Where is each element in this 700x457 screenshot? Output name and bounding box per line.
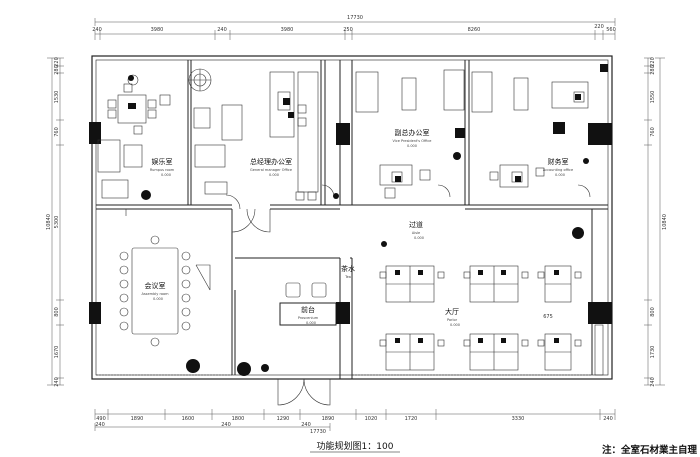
dim-right-3: 1550 bbox=[650, 91, 656, 104]
room-hall: 大厅 Parlor 0.000 bbox=[445, 307, 460, 327]
dim-top-6: 8260 bbox=[468, 27, 481, 33]
dim-bottom-5: 1290 bbox=[277, 416, 290, 422]
dim-left-4: 760 bbox=[54, 127, 60, 137]
room-corridor-name: 过道 bbox=[409, 220, 423, 229]
room-meeting-elev: 0.000 bbox=[153, 297, 163, 301]
room-hall-en: Parlor bbox=[447, 318, 458, 322]
room-reception-elev: 0.000 bbox=[306, 321, 316, 325]
room-meeting: 会议室 Assembly room 0.000 bbox=[141, 281, 169, 301]
dim-left-total: 10840 bbox=[46, 214, 52, 230]
dim-right-1: 220 bbox=[650, 57, 656, 67]
dim-left-5: 5300 bbox=[54, 216, 60, 229]
room-corridor-elev: 0.000 bbox=[414, 236, 424, 240]
furniture bbox=[96, 68, 604, 376]
dim-bottom-1: 490 bbox=[96, 416, 106, 422]
materials-note: 注：全室石材業主自理 bbox=[602, 444, 698, 456]
room-gm-name: 总经理办公室 bbox=[250, 157, 292, 166]
room-leisure-en: Rumpus room bbox=[150, 168, 175, 172]
room-labels: 娱乐室 Rumpus room 0.000 总经理办公室 General man… bbox=[141, 128, 573, 327]
plants bbox=[128, 75, 589, 376]
dim-right-5: 800 bbox=[650, 307, 656, 317]
room-reception-name: 前台 bbox=[301, 305, 315, 314]
dim-bottom-extra-3: 240 bbox=[301, 422, 311, 428]
room-finance: 财务室 Accounting office 0.000 bbox=[543, 157, 573, 177]
walls bbox=[91, 55, 613, 380]
room-meeting-en: Assembly room bbox=[141, 292, 169, 296]
dim-bottom-7: 1020 bbox=[365, 416, 378, 422]
dim-right-2: 280 bbox=[650, 65, 656, 75]
dim-bottom-extra-1: 240 bbox=[95, 422, 105, 428]
dim-top-2: 3980 bbox=[151, 27, 164, 33]
dim-left-3: 1530 bbox=[54, 91, 60, 104]
dim-top-8: 560 bbox=[606, 27, 616, 33]
meeting-chairs bbox=[119, 235, 191, 347]
room-hall-name: 大厅 bbox=[445, 307, 459, 316]
dim-left-8: 240 bbox=[54, 377, 60, 387]
dim-bottom-3: 1600 bbox=[182, 416, 195, 422]
room-reception-en: Proscenium bbox=[298, 316, 319, 320]
room-gm-en: General manager Office bbox=[250, 168, 292, 172]
columns bbox=[89, 64, 612, 324]
room-reception: 前台 Proscenium 0.000 bbox=[298, 305, 319, 325]
room-vp-name: 副总办公室 bbox=[395, 128, 430, 137]
dimension-lines bbox=[47, 18, 665, 431]
room-finance-name: 财务室 bbox=[548, 157, 569, 166]
dim-left-2: 280 bbox=[54, 65, 60, 75]
room-tea: 茶水 Tea bbox=[341, 264, 355, 279]
dim-bottom-2: 1890 bbox=[131, 416, 144, 422]
dimension-labels: 17730 240 3980 240 3980 250 8260 220 560… bbox=[46, 15, 668, 435]
room-corridor: 过道 Aisle 0.000 bbox=[409, 220, 424, 240]
room-leisure-name: 娱乐室 bbox=[152, 157, 173, 166]
dim-top-3: 240 bbox=[217, 27, 227, 33]
room-finance-elev: 0.000 bbox=[555, 173, 565, 177]
dim-bottom-4: 1800 bbox=[232, 416, 245, 422]
dim-left-6: 800 bbox=[54, 307, 60, 317]
dim-bottom-6: 1890 bbox=[322, 416, 335, 422]
room-hall-elev: 0.000 bbox=[450, 323, 460, 327]
dim-bottom-9: 3330 bbox=[512, 416, 525, 422]
dim-interior-675: 675 bbox=[543, 314, 553, 320]
room-gm: 总经理办公室 General manager Office 0.000 bbox=[250, 157, 292, 177]
dim-bottom-10: 240 bbox=[603, 416, 613, 422]
dim-left-7: 1670 bbox=[54, 346, 60, 359]
dim-right-4: 760 bbox=[650, 127, 656, 137]
plan-caption: 功能规划图1：100 bbox=[317, 440, 394, 452]
chair-accents bbox=[128, 94, 581, 343]
dim-left-1: 220 bbox=[54, 57, 60, 67]
dim-top-1: 240 bbox=[92, 27, 102, 33]
room-finance-en: Accounting office bbox=[543, 168, 573, 172]
room-vp-elev: 0.000 bbox=[407, 144, 417, 148]
dim-bottom-8: 1720 bbox=[405, 416, 418, 422]
room-tea-name: 茶水 bbox=[341, 264, 355, 273]
dim-top-4: 3980 bbox=[281, 27, 294, 33]
dim-bottom-total: 17730 bbox=[310, 429, 326, 435]
room-gm-elev: 0.000 bbox=[269, 173, 279, 177]
dim-top-7: 220 bbox=[594, 24, 604, 30]
room-tea-en: Tea bbox=[344, 275, 351, 279]
dim-right-7: 240 bbox=[650, 377, 656, 387]
room-leisure: 娱乐室 Rumpus room 0.000 bbox=[150, 157, 175, 177]
room-corridor-en: Aisle bbox=[412, 231, 420, 235]
room-vp: 副总办公室 Vice President's Office 0.000 bbox=[393, 128, 432, 148]
room-leisure-elev: 0.000 bbox=[161, 173, 171, 177]
dim-top-5: 250 bbox=[343, 27, 353, 33]
dim-bottom-extra-2: 240 bbox=[221, 422, 231, 428]
dim-right-6: 1730 bbox=[650, 346, 656, 359]
room-meeting-name: 会议室 bbox=[145, 281, 166, 290]
room-vp-en: Vice President's Office bbox=[393, 139, 432, 143]
dim-top-total: 17730 bbox=[347, 15, 363, 21]
dim-right-total: 10840 bbox=[662, 214, 668, 230]
